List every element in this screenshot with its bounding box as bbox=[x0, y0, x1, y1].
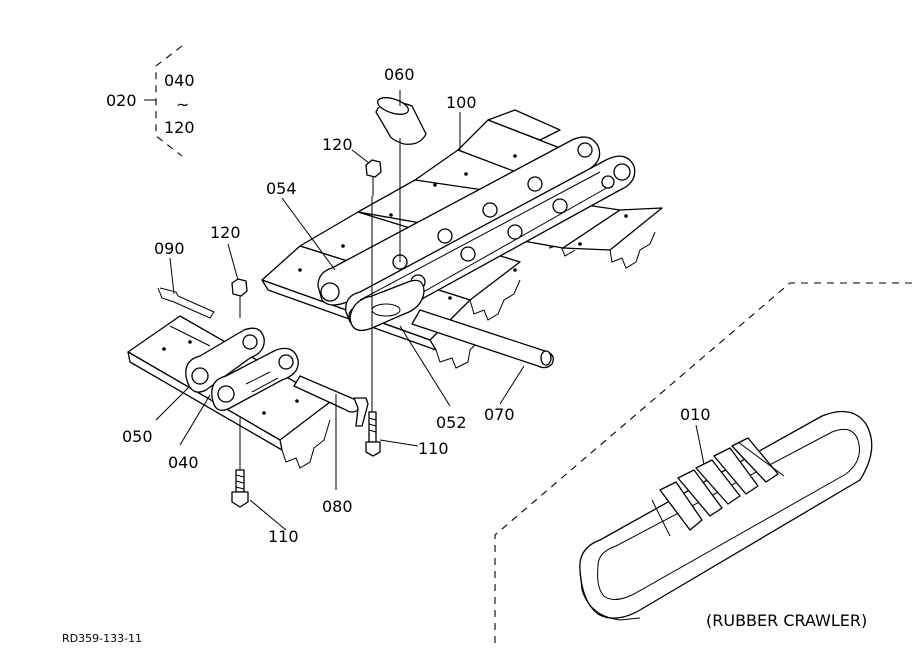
callout-090: 090 bbox=[154, 239, 185, 258]
callout-070: 070 bbox=[484, 405, 515, 424]
callout-020: 020 bbox=[106, 91, 137, 110]
nut-120-top bbox=[365, 159, 382, 196]
shoe-bolt-holes bbox=[298, 154, 628, 300]
callout-labels: 020 040 ~ 120 060 100 120 054 090 120 05… bbox=[62, 65, 867, 645]
rubber-crawler-inset bbox=[579, 410, 873, 621]
pin-070 bbox=[411, 309, 554, 369]
main-track-assembly bbox=[261, 109, 663, 369]
cotter-pin-090 bbox=[157, 287, 215, 319]
callout-110-middle: 110 bbox=[418, 439, 449, 458]
bushing-060 bbox=[375, 97, 427, 145]
leader-lines bbox=[155, 90, 707, 531]
callout-054: 054 bbox=[266, 179, 297, 198]
callout-110-bottom: 110 bbox=[268, 527, 299, 546]
callout-120-range: 120 bbox=[164, 118, 195, 137]
pin-080 bbox=[293, 375, 369, 427]
callout-052: 052 bbox=[436, 413, 467, 432]
crawler-lugs bbox=[651, 437, 785, 537]
callout-040-range: 040 bbox=[164, 71, 195, 90]
bolt-110-bottom bbox=[231, 418, 249, 508]
callout-120-left: 120 bbox=[210, 223, 241, 242]
nut-120-left bbox=[231, 278, 248, 318]
left-track-assembly bbox=[127, 315, 331, 469]
callout-tilde: ~ bbox=[176, 95, 189, 114]
callout-050: 050 bbox=[122, 427, 153, 446]
bolt-110-middle bbox=[365, 411, 381, 457]
inset-divider bbox=[494, 282, 912, 648]
callout-040: 040 bbox=[168, 453, 199, 472]
inset-caption: (RUBBER CRAWLER) bbox=[706, 611, 867, 630]
callout-010: 010 bbox=[680, 405, 711, 424]
drawing-id: RD359-133-11 bbox=[62, 632, 142, 645]
callout-120-top: 120 bbox=[322, 135, 353, 154]
callout-100: 100 bbox=[446, 93, 477, 112]
range-bracket bbox=[144, 45, 183, 157]
callout-060: 060 bbox=[384, 65, 415, 84]
callout-080: 080 bbox=[322, 497, 353, 516]
